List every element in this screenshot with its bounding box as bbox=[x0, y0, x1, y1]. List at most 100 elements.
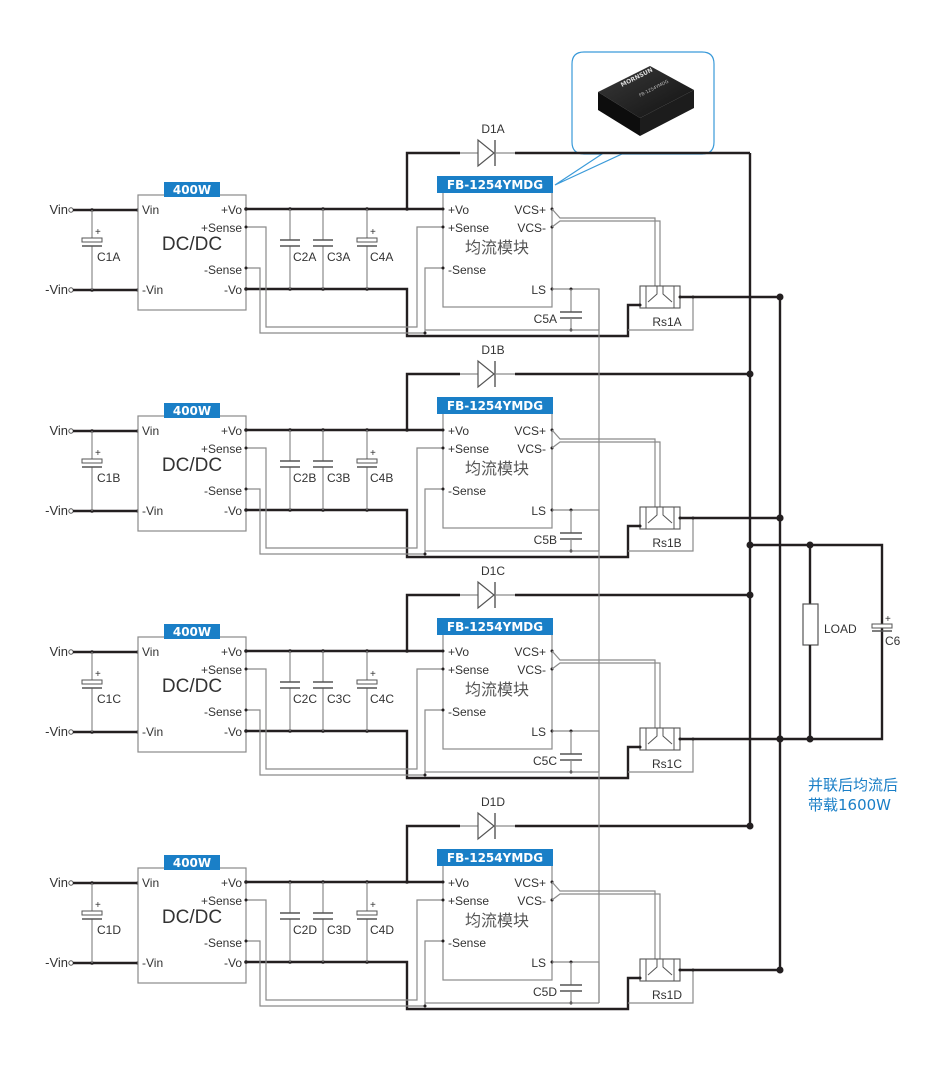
vcs-plus-wire bbox=[551, 881, 656, 969]
dcdc-converter-name: DC/DC bbox=[162, 455, 222, 476]
vcs-plus-wire bbox=[551, 650, 656, 738]
output-capacitor-2-label: C3A bbox=[327, 250, 350, 264]
output-capacitor-3: + bbox=[356, 209, 378, 289]
junction-dot bbox=[244, 487, 248, 491]
pos-sense-wire bbox=[246, 447, 443, 549]
diode-anode-wire bbox=[405, 151, 460, 209]
junction-dot bbox=[441, 667, 445, 671]
module-pin-pos-vo: +Vo bbox=[448, 203, 469, 217]
shunt-tap bbox=[662, 286, 673, 303]
note-line2: 带载1600W bbox=[808, 796, 891, 814]
module-pin-vcs-minus: VCS- bbox=[517, 894, 546, 908]
junction-dot bbox=[244, 708, 248, 712]
input-vin-label: Vin bbox=[49, 644, 68, 659]
junction-dot bbox=[638, 303, 642, 307]
vcs-plus-wire bbox=[551, 208, 656, 296]
output-capacitor-2 bbox=[313, 882, 333, 962]
junction-dot bbox=[441, 880, 445, 884]
input-neg-vin-label: -Vin bbox=[45, 282, 68, 297]
diode-label: D1C bbox=[481, 564, 505, 578]
pos-sense-wire bbox=[246, 226, 443, 328]
module-part-badge bbox=[437, 618, 553, 635]
diode-anode-wire bbox=[405, 372, 460, 430]
neg-vo-wire bbox=[246, 287, 640, 338]
diode-anode-wire bbox=[405, 593, 460, 651]
module-pin-vcs-minus: VCS- bbox=[517, 221, 546, 235]
module-part-badge bbox=[437, 176, 553, 193]
pin-pos-sense: +Sense bbox=[201, 442, 242, 456]
terminal-icon bbox=[68, 508, 74, 514]
output-capacitor-2 bbox=[313, 209, 333, 289]
terminal-icon bbox=[68, 207, 74, 213]
pin-neg-vin: -Vin bbox=[142, 725, 163, 739]
junction-dot bbox=[441, 649, 445, 653]
junction-dot bbox=[746, 822, 754, 830]
pin-pos-sense: +Sense bbox=[201, 894, 242, 908]
input-capacitor-label: C1A bbox=[97, 250, 120, 264]
module-part-label: FB-1254YMDG bbox=[447, 178, 543, 192]
pin-neg-sense: -Sense bbox=[204, 484, 242, 498]
shunt-resistor-label: Rs1C bbox=[652, 757, 682, 771]
power-tag-badge bbox=[164, 624, 220, 639]
output-capacitor-3-label: C4D bbox=[370, 923, 394, 937]
junction-dot bbox=[638, 745, 642, 749]
terminal-icon bbox=[68, 880, 74, 886]
junction-dot bbox=[441, 207, 445, 211]
output-capacitor-3: + bbox=[356, 651, 378, 731]
output-capacitor-3: + bbox=[356, 882, 378, 962]
module-name: 均流模块 bbox=[465, 680, 529, 699]
module-pin-pos-vo: +Vo bbox=[448, 424, 469, 438]
cap-plate-positive bbox=[356, 237, 378, 243]
vcs-minus-wire bbox=[551, 662, 661, 738]
cap-plate-positive bbox=[356, 458, 378, 464]
shunt-sense-return bbox=[628, 297, 694, 331]
pin-pos-vo: +Vo bbox=[221, 424, 242, 438]
input-neg-vin-label: -Vin bbox=[45, 955, 68, 970]
vcs-plus-wire bbox=[551, 429, 656, 517]
dcdc-converter-box bbox=[137, 636, 247, 753]
junction-dot bbox=[441, 225, 445, 229]
input-neg-vin-label: -Vin bbox=[45, 503, 68, 518]
polarity-plus-icon: + bbox=[370, 448, 376, 459]
junction-dot bbox=[423, 331, 427, 335]
input-capacitor-label: C1D bbox=[97, 923, 121, 937]
pos-sense-wire bbox=[246, 668, 443, 770]
module-pin-vcs-plus: VCS+ bbox=[514, 424, 546, 438]
junction-dot bbox=[405, 649, 409, 653]
power-tag-label: 400W bbox=[173, 183, 211, 197]
input-capacitor-label: C1B bbox=[97, 471, 120, 485]
cap-plate-positive bbox=[356, 679, 378, 685]
output-capacitor-2-label: C3B bbox=[327, 471, 350, 485]
output-capacitor-3-label: C4A bbox=[370, 250, 393, 264]
junction-dot bbox=[244, 667, 248, 671]
diode-anode-wire bbox=[405, 824, 460, 882]
module-pin-ls: LS bbox=[531, 504, 546, 518]
terminal-icon bbox=[68, 428, 74, 434]
shunt-sense-return bbox=[628, 739, 694, 773]
module-pin-neg-sense: -Sense bbox=[448, 484, 486, 498]
pin-vin: Vin bbox=[142, 645, 159, 659]
shunt-tap bbox=[662, 959, 673, 976]
input-capacitor: + bbox=[81, 652, 103, 732]
input-capacitor: + bbox=[81, 210, 103, 290]
diode-label: D1A bbox=[481, 122, 504, 136]
junction-dot bbox=[441, 266, 445, 270]
junction-dot bbox=[244, 446, 248, 450]
junction-dot bbox=[441, 708, 445, 712]
junction-dot bbox=[423, 773, 427, 777]
output-capacitor-1-label: C2A bbox=[293, 250, 316, 264]
junction-dot bbox=[441, 446, 445, 450]
module-part-label: FB-1254YMDG bbox=[447, 399, 543, 413]
output-capacitor-3: + bbox=[356, 430, 378, 510]
module-pin-vcs-plus: VCS+ bbox=[514, 203, 546, 217]
polarity-plus-icon: + bbox=[885, 614, 891, 625]
module-pin-pos-sense: +Sense bbox=[448, 894, 489, 908]
pin-neg-vo: -Vo bbox=[224, 504, 242, 518]
junction-dot bbox=[441, 939, 445, 943]
output-bus: LOAD+C6 bbox=[598, 153, 901, 1003]
module-pin-neg-sense: -Sense bbox=[448, 263, 486, 277]
junction-dot bbox=[405, 207, 409, 211]
cap-plate-positive bbox=[81, 237, 103, 243]
power-tag-badge bbox=[164, 403, 220, 418]
